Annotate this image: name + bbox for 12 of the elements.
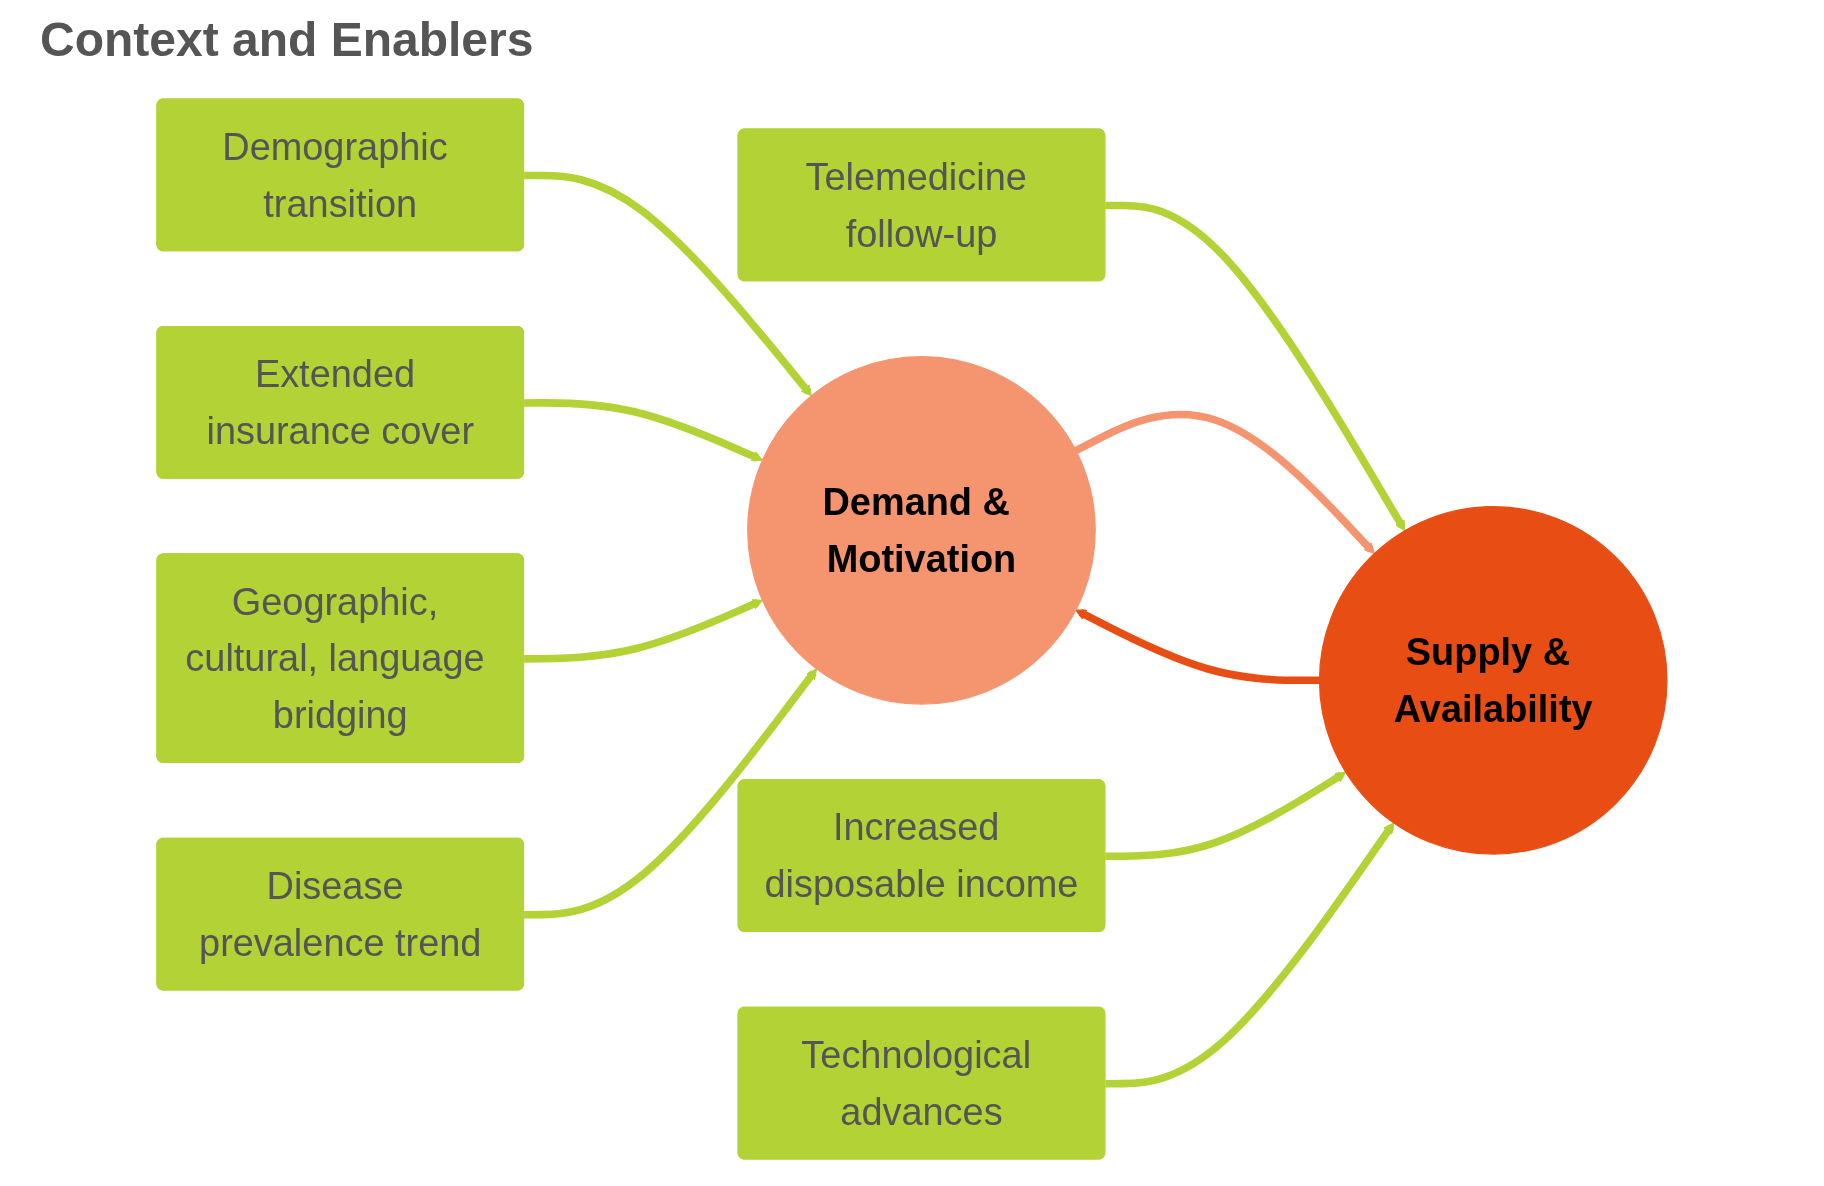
arrow [524, 171, 812, 397]
arrow [1074, 410, 1375, 555]
arrow [1105, 822, 1395, 1088]
arrow [524, 668, 818, 919]
diagram-title: Context and Enablers [39, 12, 535, 68]
arrow [1105, 201, 1406, 532]
arrow [524, 598, 763, 663]
node-circle: Demand & Motivation [747, 355, 1096, 705]
arrow [1105, 771, 1347, 861]
arrow [524, 399, 763, 462]
arrow [1075, 608, 1320, 685]
node-circle: Supply & Availability [1318, 505, 1668, 855]
